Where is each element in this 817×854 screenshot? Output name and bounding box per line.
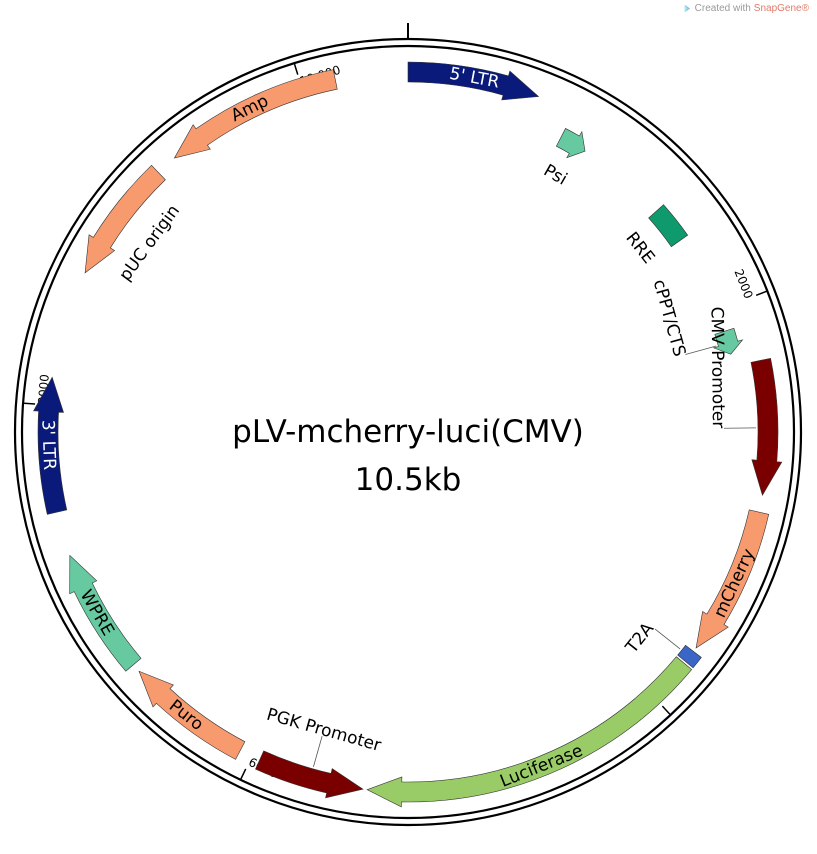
feature-5-ltr-label: 5' LTR xyxy=(448,64,501,93)
feature-5-ltr-arrow xyxy=(407,61,540,101)
tick-mark xyxy=(661,705,671,715)
feature-wpre: WPRE xyxy=(69,554,142,672)
feature-wpre-arrow xyxy=(69,554,142,672)
feature-rre-label: RRE xyxy=(621,228,658,267)
watermark-prefix: Created with xyxy=(694,3,751,14)
feature-luciferase-label: Luciferase xyxy=(497,741,585,792)
feature-cmv-promoter-arrow xyxy=(750,357,783,496)
feature-puc-origin-arrow xyxy=(84,164,166,274)
feature-cppt-cts-label: cPPT/CTS xyxy=(649,277,690,358)
feature-amp: Amp xyxy=(173,69,338,159)
plasmid-size: 10.5kb xyxy=(355,462,462,498)
feature-puro: Puro xyxy=(138,670,246,760)
feature-mcherry-arrow xyxy=(695,509,770,649)
feature-psi: Psi xyxy=(540,128,586,190)
feature-5-ltr: 5' LTR xyxy=(407,61,540,101)
plasmid-backbone xyxy=(13,23,803,827)
feature-t2a: T2A xyxy=(621,619,702,669)
feature-pgk-promoter: PGK Promoter xyxy=(255,705,383,799)
feature-luciferase: Luciferase xyxy=(366,656,693,808)
feature-puro-arrow xyxy=(138,670,246,760)
feature-cppt-cts-leader xyxy=(685,345,717,355)
feature-cppt-cts: cPPT/CTS xyxy=(649,277,744,359)
feature-amp-label: Amp xyxy=(228,91,272,126)
tick-mark xyxy=(24,402,36,405)
feature-luciferase-arrow xyxy=(366,656,693,808)
plasmid-name: pLV-mcherry-luci(CMV) xyxy=(232,414,584,450)
feature-psi-label: Psi xyxy=(540,161,570,190)
feature-mcherry: mCherry xyxy=(695,509,770,649)
feature-wpre-label: WPRE xyxy=(76,586,118,639)
feature-rre: RRE xyxy=(621,204,689,268)
feature-cppt-cts-arrow xyxy=(712,327,744,355)
feature-puc-origin: pUC origin xyxy=(84,164,184,285)
feature-cmv-promoter-label: CMV Promoter xyxy=(707,307,728,429)
feature-psi-arrow xyxy=(555,128,586,159)
tick-mark xyxy=(240,768,247,780)
feature-rre-arrow xyxy=(648,204,689,248)
feature-3-ltr-arrow xyxy=(33,376,68,515)
feature-pgk-promoter-label: PGK Promoter xyxy=(264,705,383,756)
snapgene-logo-icon xyxy=(684,4,690,13)
tick-mark xyxy=(293,63,299,75)
feature-3-ltr-label: 3' LTR xyxy=(37,419,59,470)
tick-mark xyxy=(755,290,767,297)
feature-amp-arrow xyxy=(173,69,338,159)
feature-t2a-label: T2A xyxy=(621,619,658,658)
watermark-brand: SnapGene® xyxy=(753,3,809,14)
feature-pgk-promoter-arrow xyxy=(255,750,364,799)
backbone-inner-circle xyxy=(20,44,796,820)
feature-pgk-promoter-leader xyxy=(313,735,323,768)
tick-label: 2000 xyxy=(731,267,755,301)
feature-cmv-promoter: CMV Promoter xyxy=(707,307,783,496)
feature-3-ltr: 3' LTR xyxy=(33,376,68,515)
feature-t2a-leader xyxy=(654,628,681,650)
snapgene-watermark: Created with SnapGene® xyxy=(683,3,809,14)
feature-t2a-arrow xyxy=(677,644,702,669)
